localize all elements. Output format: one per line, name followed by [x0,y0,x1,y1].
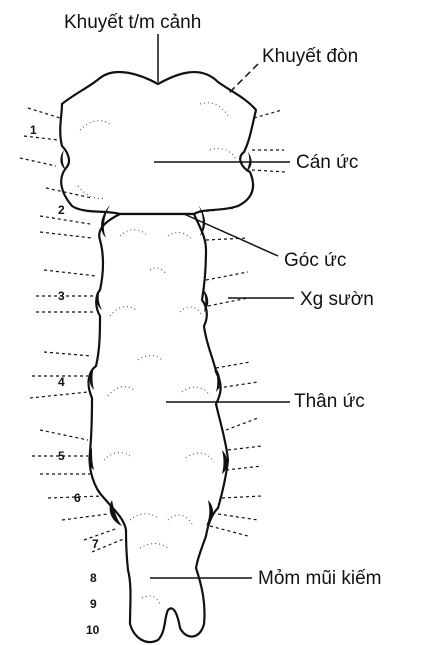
rib-number: 2 [58,203,65,217]
label-manubrium: Cán ức [296,152,358,173]
rib-number: 6 [74,491,81,505]
rib-number: 8 [90,571,97,585]
label-jugular-notch: Khuyết t/m cảnh [64,12,201,33]
label-costal-cartilage: Xg sườn [300,289,374,310]
rib-number: 10 [86,623,100,637]
rib-number: 5 [58,449,65,463]
sternum-bone [60,72,256,642]
leader-clavicular-notch [228,64,258,94]
rib-number: 7 [92,537,99,551]
label-body: Thân ức [294,391,365,412]
label-xiphoid: Mỏm mũi kiếm [258,568,382,589]
rib-number: 3 [58,289,65,303]
rib-number: 1 [30,123,37,137]
manubrium-shape [60,72,256,214]
label-clavicular-notch: Khuyết đòn [262,46,358,67]
rib-number: 4 [58,375,65,389]
label-sternal-angle: Góc ức [284,250,346,271]
rib-number: 9 [90,597,97,611]
